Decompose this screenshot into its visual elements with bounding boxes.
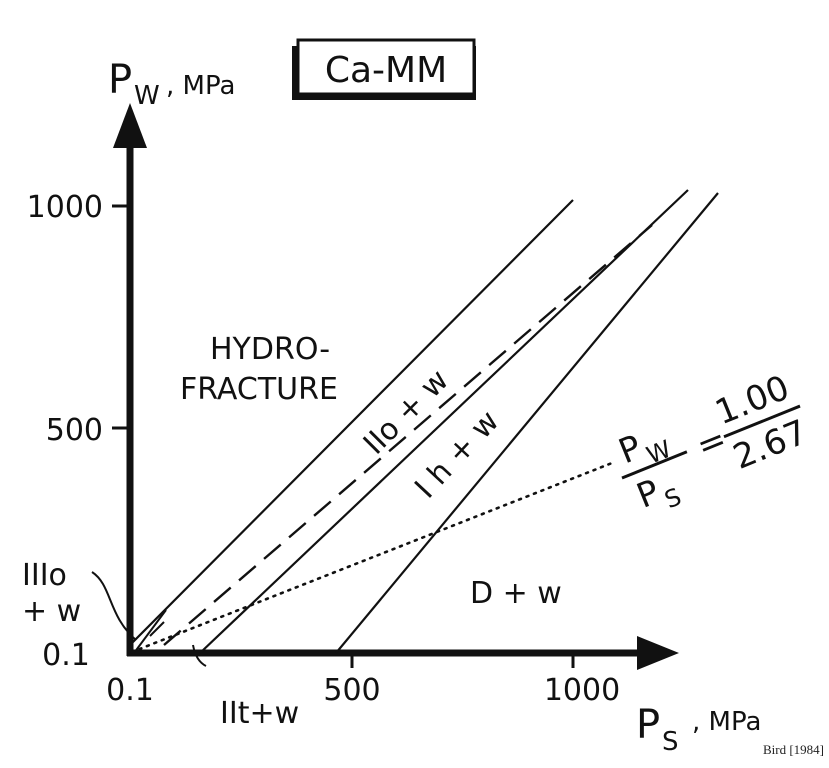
boundary-iiio-iit [133,609,167,654]
boundary-hydrofracture [129,199,574,646]
y-axis-arrowhead [113,103,147,148]
boundary-iio-ih [199,189,689,654]
y-axis-subscript: W [134,81,160,111]
label-hydrofracture-1: HYDRO- [210,332,330,367]
leader-iit [192,644,207,667]
label-iiio-2: + w [22,594,81,629]
ratio-annotation: P W P S = 1.00 2.67 [613,368,813,517]
ratio-num-symbol: P [613,427,647,472]
ratio-line-dotted [130,461,614,654]
leader-iiio [91,571,137,641]
label-iiio-1: IIIo [22,558,67,593]
ratio-right-bar [723,404,801,439]
label-hydrofracture-2: FRACTURE [180,372,338,407]
ratio-left-bar [621,450,688,480]
x-tick-0-1: 0.1 [106,673,154,708]
x-ticks: 0.1 500 1000 [106,650,620,708]
x-axis-symbol: P [636,702,660,748]
label-iit-w: IIt+w [220,696,299,731]
y-axis-symbol: P [108,57,132,103]
ratio-den-sub: S [661,483,686,515]
phase-boundaries [129,189,719,654]
leader-lines [91,571,207,667]
y-tick-1000: 1000 [27,190,103,225]
boundary-ih-d [335,192,719,654]
y-axis-label: P W , MPa [108,57,235,111]
boundary-iit-lower [149,621,165,637]
ratio-den-symbol: P [631,472,665,517]
y-tick-500: 500 [46,413,103,448]
y-axis-unit: , MPa [166,71,235,101]
x-tick-1000: 1000 [544,673,620,708]
title-box: Ca-MM [292,38,476,100]
x-axis-subscript: S [662,727,679,757]
x-tick-500: 500 [323,673,380,708]
y-ticks: 1000 500 0.1 [27,190,132,673]
diagram-title: Ca-MM [325,50,447,91]
x-axis-arrowhead [637,636,679,670]
boundary-dashed [163,224,653,646]
y-tick-0-1: 0.1 [42,638,90,673]
label-d-w: D + w [470,576,562,611]
x-axis-unit: , MPa [692,707,761,737]
field-labels: HYDRO- FRACTURE D + w IIIo + w IIt+w IIo… [22,332,562,731]
credit-text: Bird [1984] [763,742,824,757]
axes [113,103,679,670]
x-axis-label: P S , MPa [636,702,761,757]
